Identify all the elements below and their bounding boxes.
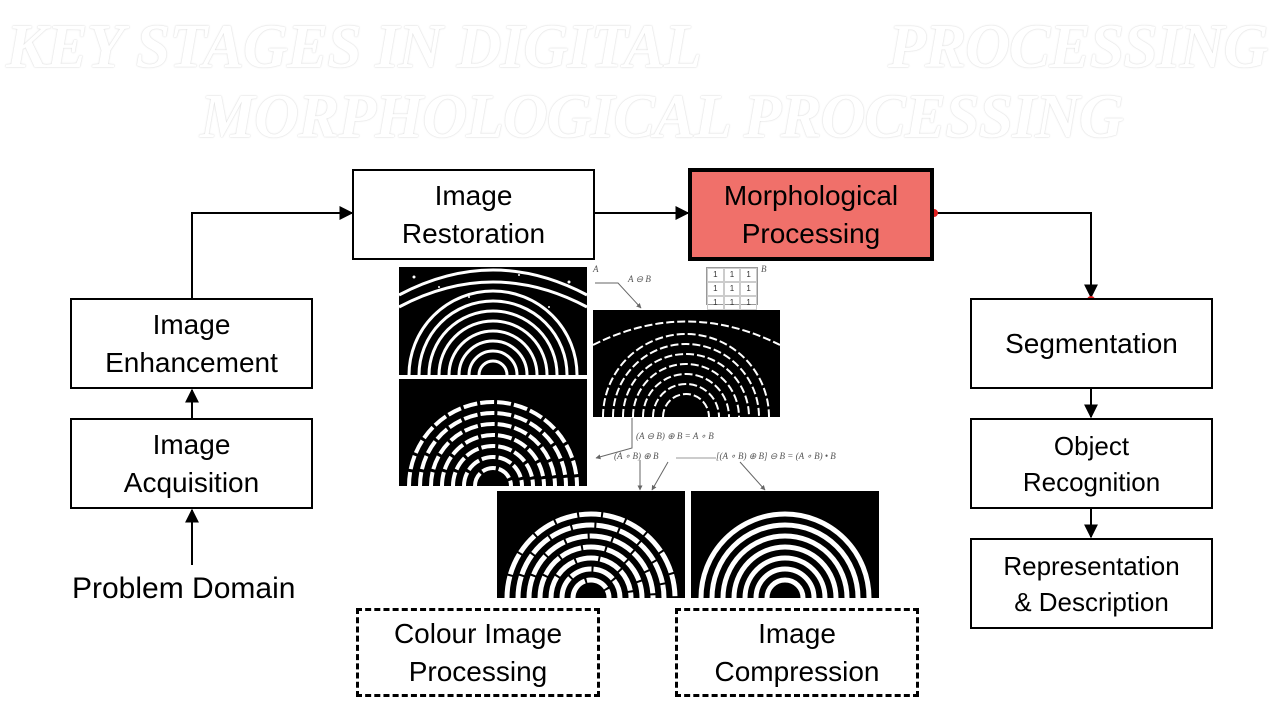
fingerprint-opened: [399, 379, 587, 486]
fingerprint-dilated: [497, 491, 685, 598]
eq-closing: [(A ∘ B) ⊕ B] ⊖ B = (A ∘ B) • B: [716, 451, 836, 461]
se-cell: 1: [707, 282, 724, 296]
fingerprint-original-image: [399, 268, 587, 375]
se-cell: 1: [740, 268, 757, 282]
illus-arrow-to-dilated-2: [651, 461, 669, 491]
label-b: B: [761, 264, 767, 274]
stage-morphological-processing[interactable]: Morphological Processing: [688, 168, 934, 261]
stage-colour-image-processing-label: Colour Image Processing: [393, 617, 563, 687]
se-cell: 1: [740, 296, 757, 310]
fingerprint-original: [399, 267, 587, 375]
stage-representation-description-label: Representation & Description: [1003, 550, 1180, 617]
label-a: A: [593, 264, 599, 274]
stage-image-compression[interactable]: Image Compression: [675, 608, 919, 697]
title-line-1-left: KEY STAGES IN DIGITAL: [6, 13, 702, 81]
arrow-morphological-to-segmentation: [934, 212, 1098, 299]
stage-segmentation-label: Segmentation: [1005, 327, 1178, 359]
stage-object-recognition-label: Object Recognition: [1022, 430, 1161, 497]
fingerprint-closed: [691, 491, 879, 598]
stage-image-restoration[interactable]: Image Restoration: [352, 169, 595, 260]
problem-domain-label: Problem Domain: [72, 572, 296, 605]
se-cell: 1: [707, 268, 724, 282]
fingerprint-dilated-image: [504, 511, 678, 598]
fingerprint-opened-image: [407, 400, 579, 486]
eq-dilate: (A ∘ B) ⊕ B: [614, 451, 659, 461]
illus-arrow-erosion-to-opening: [595, 418, 633, 460]
stage-image-acquisition[interactable]: Image Acquisition: [70, 418, 313, 509]
stage-image-enhancement[interactable]: Image Enhancement: [70, 298, 313, 389]
structuring-element-grid: 1 1 1 1 1 1 1 1 1: [706, 267, 758, 310]
stage-image-restoration-label: Image Restoration: [401, 179, 546, 249]
se-cell: 1: [707, 296, 724, 310]
stage-image-enhancement-label: Image Enhancement: [105, 308, 278, 378]
stage-image-acquisition-label: Image Acquisition: [123, 428, 260, 498]
title-line-2: MORPHOLOGICAL PROCESSING: [200, 83, 1124, 151]
eq-opening: (A ⊖ B) ⊕ B = A ∘ B: [636, 431, 714, 441]
eq-erosion: A ⊖ B: [628, 274, 651, 284]
illus-arrow-to-closed: [739, 461, 766, 491]
se-cell: 1: [723, 282, 741, 296]
stage-morphological-processing-label: Morphological Processing: [723, 179, 899, 249]
illus-arrow-a-to-erosion: [595, 282, 642, 309]
se-cell: 1: [723, 268, 741, 282]
fingerprint-eroded: [593, 310, 780, 417]
stage-segmentation[interactable]: Segmentation: [970, 298, 1213, 389]
title-line-1-right: PROCESSING: [888, 13, 1268, 81]
stage-colour-image-processing[interactable]: Colour Image Processing: [356, 608, 600, 697]
stage-object-recognition[interactable]: Object Recognition: [970, 418, 1213, 509]
fingerprint-eroded-image: [593, 320, 780, 417]
arrow-enhancement-to-restoration: [191, 206, 354, 298]
se-cell: 1: [740, 282, 757, 296]
se-cell: 1: [723, 296, 741, 310]
stage-image-compression-label: Image Compression: [714, 617, 880, 687]
stage-representation-description[interactable]: Representation & Description: [970, 538, 1213, 629]
fingerprint-closed-image: [698, 511, 872, 598]
